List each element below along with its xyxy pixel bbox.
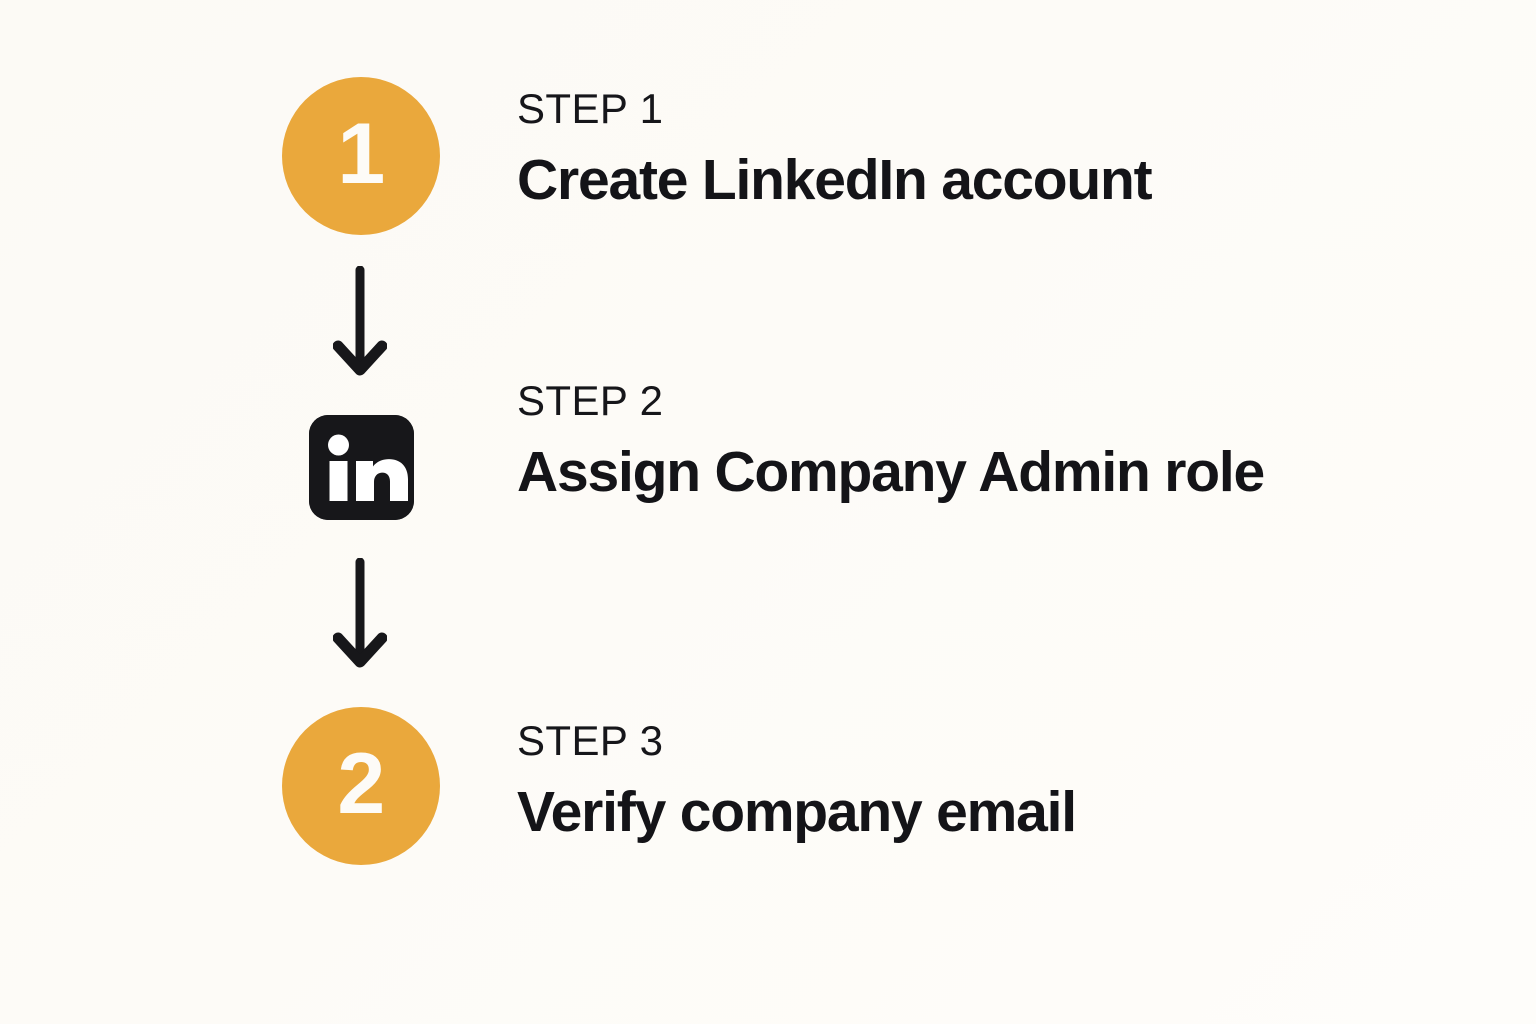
step-number-circle-1: 1 (282, 77, 440, 235)
step-text-1: STEP 1 Create LinkedIn account (517, 88, 1477, 209)
step-eyebrow-1: STEP 1 (517, 85, 664, 132)
step-title-2: Assign Company Admin role (517, 440, 1265, 504)
step-marker-2 (281, 385, 441, 549)
step-text-3: STEP 3 Verify company email (517, 720, 1477, 841)
connector-arrow-1 (333, 266, 387, 376)
step-eyebrow-3: STEP 3 (517, 717, 664, 764)
step-title-3: Verify company email (517, 780, 1077, 844)
step-title-1: Create LinkedIn account (517, 148, 1153, 212)
arrow-down-icon (333, 266, 387, 376)
arrow-down-icon (333, 558, 387, 668)
connector-arrow-2 (333, 558, 387, 668)
linkedin-icon (308, 414, 414, 520)
step-eyebrow-2: STEP 2 (517, 377, 664, 424)
step-text-2: STEP 2 Assign Company Admin role (517, 380, 1477, 501)
step-number-circle-2: 2 (282, 707, 440, 865)
step-marker-1: 1 (281, 74, 441, 238)
step-marker-3: 2 (281, 704, 441, 868)
